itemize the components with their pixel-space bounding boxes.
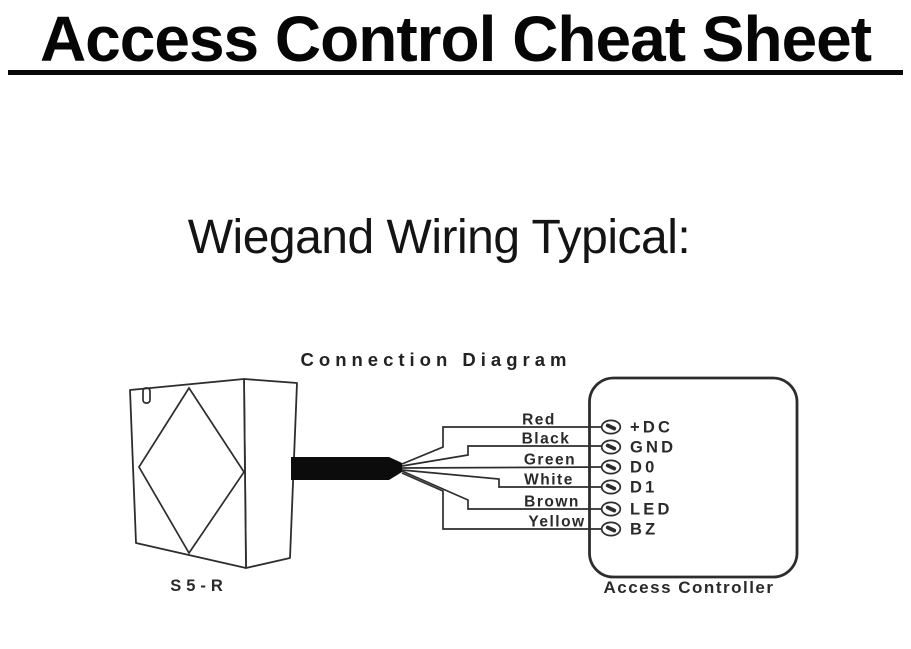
slotted-screw-icon [600, 521, 622, 537]
wire-brown-line [401, 470, 602, 510]
slotted-screw-icon [600, 479, 622, 495]
wire-color-label: Red [522, 412, 556, 429]
terminal-label: +DC [630, 419, 673, 437]
section-subtitle: Wiegand Wiring Typical: [187, 211, 691, 264]
terminal-label: GND [630, 439, 676, 457]
diagram-heading: Connection Diagram [301, 349, 572, 370]
access-controller-box [588, 376, 799, 579]
reader-front-face [129, 378, 247, 569]
terminal-label: D0 [630, 459, 658, 477]
reader-side-face [243, 378, 298, 569]
terminal-labels: +DC GND D0 D1 LED BZ [630, 419, 676, 539]
wire-color-label: Black [522, 431, 571, 448]
reader-cable [291, 457, 402, 480]
slotted-screw-icon [600, 419, 622, 435]
terminal-label: BZ [630, 521, 658, 539]
access-controller-label: Access Controller [604, 578, 775, 597]
wire-yellow-line [401, 472, 602, 530]
slotted-screw-icon [600, 501, 622, 517]
wire-color-label: Brown [524, 494, 580, 511]
slotted-screw-icon [600, 439, 622, 455]
wire-black-line [401, 445, 602, 467]
page-title: Access Control Cheat Sheet [39, 3, 872, 75]
slotted-screw-icon [600, 459, 622, 475]
screw-terminals [600, 419, 622, 537]
access-controller-illustration: Access Controller [588, 376, 799, 597]
wire-color-label: Yellow [528, 514, 585, 531]
wire-bundle [401, 426, 603, 530]
reader-model-label: S5-R [170, 577, 228, 595]
wire-color-label: Green [524, 452, 576, 469]
reader-indicator-slot [142, 387, 151, 404]
terminal-label: LED [630, 501, 673, 519]
wire-green-line [401, 466, 603, 469]
wire-red-line [401, 426, 602, 465]
wire-color-label: White [524, 472, 574, 489]
diamond-emblem-icon [138, 386, 246, 555]
card-reader-illustration: S5-R [129, 378, 298, 595]
wire-white-line [401, 469, 602, 488]
terminal-label: D1 [630, 479, 658, 497]
wire-color-labels: Red Black Green White Brown Yellow [522, 412, 585, 531]
title-underline [8, 70, 903, 75]
